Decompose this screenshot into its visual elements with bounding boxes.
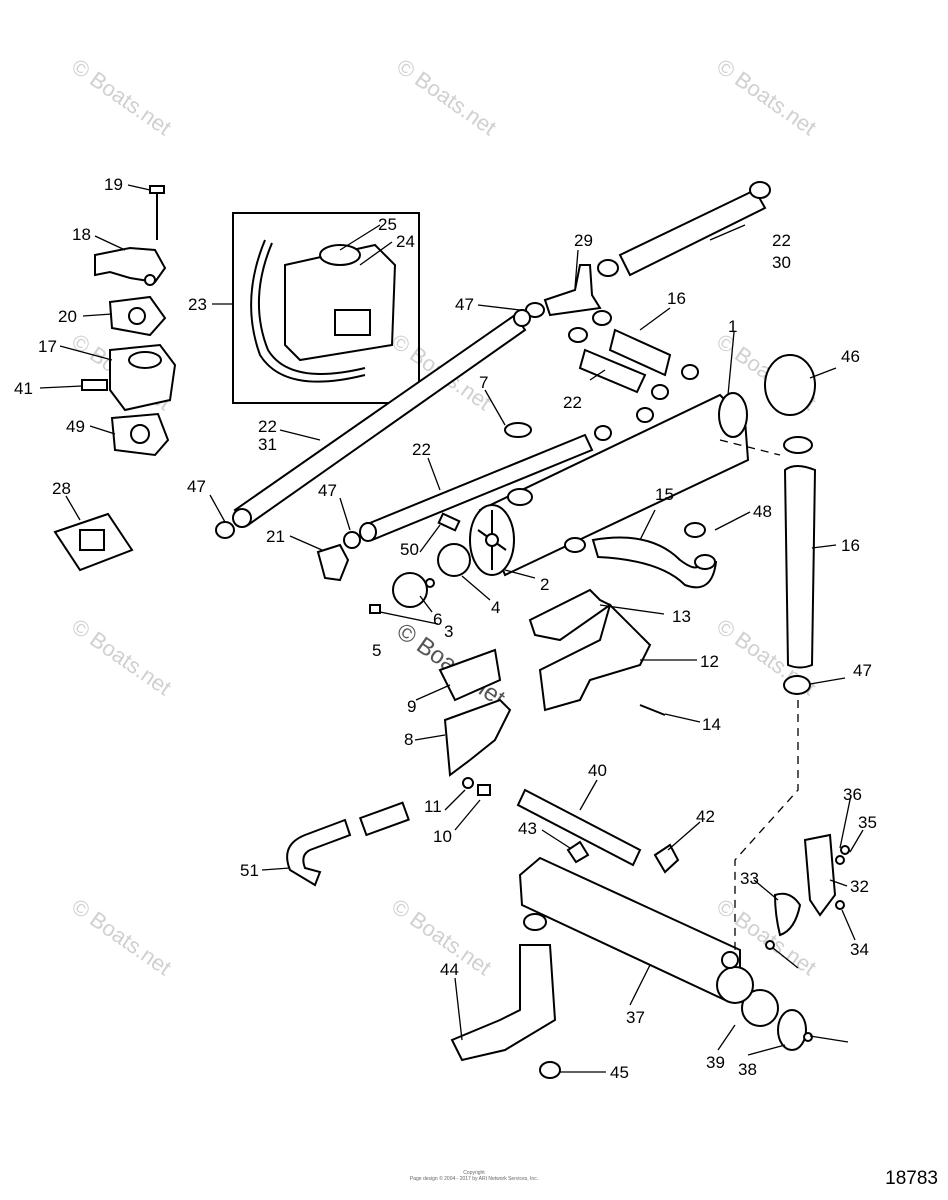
callout-label: 16 (667, 289, 686, 308)
callout-label: 32 (850, 877, 869, 896)
callout-label: 29 (574, 231, 593, 250)
callout-label: 40 (588, 761, 607, 780)
callout-label: 45 (610, 1063, 629, 1082)
callout-label: 10 (433, 827, 452, 846)
reservoir-inset-box (232, 212, 420, 404)
callout-label: 39 (706, 1053, 725, 1072)
callout-label: 3 (444, 622, 453, 641)
callout-label: 19 (104, 175, 123, 194)
callout-label: 6 (433, 610, 442, 629)
callout-label: 22 (563, 393, 582, 412)
callout-label: 15 (655, 485, 674, 504)
callout-label: 23 (188, 295, 207, 314)
callout-label: 1 (728, 317, 737, 336)
callout-label: 47 (853, 661, 872, 680)
callout-label: 47 (187, 477, 206, 496)
callout-label: 47 (318, 481, 337, 500)
callout-label: 25 (378, 215, 397, 234)
figure-number: 18783 (885, 1168, 938, 1189)
callout-label: 46 (841, 347, 860, 366)
callout-label: 43 (518, 819, 537, 838)
assembly-line (734, 700, 799, 955)
callout-label: 44 (440, 960, 459, 979)
callout-label: 51 (240, 861, 259, 880)
callout-label: 22 (772, 231, 791, 250)
callout-label: 14 (702, 715, 721, 734)
callout-label: 24 (396, 232, 415, 251)
callout-label: 22 (258, 417, 277, 436)
callout-label: 33 (740, 869, 759, 888)
callout-label: 17 (38, 337, 57, 356)
parts (53, 181, 850, 1079)
callout-label: 8 (404, 730, 413, 749)
callout-label: 16 (841, 536, 860, 555)
leader-lines (39, 184, 864, 1073)
callout-labels: 19 18 20 17 41 49 28 23 25 24 22 31 47 2… (14, 175, 877, 959)
callout-label: 13 (672, 607, 691, 626)
callout-label: 42 (696, 807, 715, 826)
callout-label: 47 (455, 295, 474, 314)
callout-label: 21 (266, 527, 285, 546)
footer-line: Copyright (463, 1170, 485, 1176)
callout-label: 9 (407, 697, 416, 716)
footer-copyright: Copyright Page design © 2004 - 2017 by A… (0, 1170, 948, 1182)
callout-label: 5 (372, 641, 381, 660)
callout-label: 50 (400, 540, 419, 559)
callout-label: 34 (850, 940, 869, 959)
callout-label: 49 (66, 417, 85, 436)
callout-label: 12 (700, 652, 719, 671)
callout-label: 35 (858, 813, 877, 832)
callout-label: 31 (258, 435, 277, 454)
callout-label: 36 (843, 785, 862, 804)
callout-labels-lower: 33 37 39 38 40 41 44 45 (440, 960, 757, 1082)
callout-label: 28 (52, 479, 71, 498)
callout-label: 20 (58, 307, 77, 326)
callout-label: 30 (772, 253, 791, 272)
callout-label: 7 (479, 373, 488, 392)
callout-label: 22 (412, 440, 431, 459)
callout-label: 2 (540, 575, 549, 594)
callout-label: 11 (424, 797, 442, 816)
callout-label: 18 (72, 225, 91, 244)
assembly-line (719, 439, 781, 456)
footer-line: Page design © 2004 - 2017 by ARI Network… (409, 1176, 539, 1182)
callout-label: 37 (626, 1008, 645, 1027)
callout-label: 4 (491, 598, 500, 617)
callout-label: 38 (738, 1060, 757, 1079)
callout-label: 41 (14, 379, 33, 398)
callout-label: 48 (753, 502, 772, 521)
